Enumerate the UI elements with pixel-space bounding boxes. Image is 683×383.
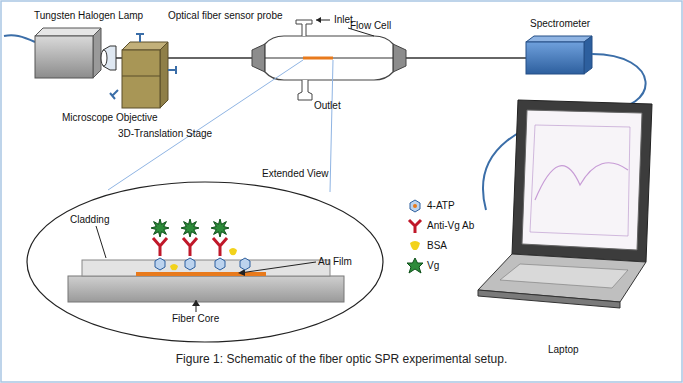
legend-text: 4-ATP: [427, 200, 455, 212]
part-label: Flow Cell: [350, 20, 391, 32]
part-label: Extended View: [262, 168, 329, 180]
part-label: 3D-Translation Stage: [118, 128, 212, 140]
part-label: Microscope Objective: [62, 112, 158, 124]
legend-text: Anti-Vg Ab: [427, 220, 474, 232]
part-label: Tungsten Halogen Lamp: [34, 10, 143, 22]
figure-caption: Figure 1: Schematic of the fiber optic S…: [176, 352, 508, 366]
part-label: Fiber Core: [172, 313, 219, 325]
part-label: Outlet: [314, 100, 341, 112]
part-label: Au Film: [318, 256, 352, 268]
part-label: Cladding: [70, 214, 109, 226]
part-label: Optical fiber sensor probe: [168, 10, 283, 22]
part-label: Spectrometer: [530, 18, 590, 30]
part-label: Laptop: [548, 344, 579, 356]
legend-text: BSA: [427, 240, 447, 252]
legend-text: Vg: [427, 260, 439, 272]
